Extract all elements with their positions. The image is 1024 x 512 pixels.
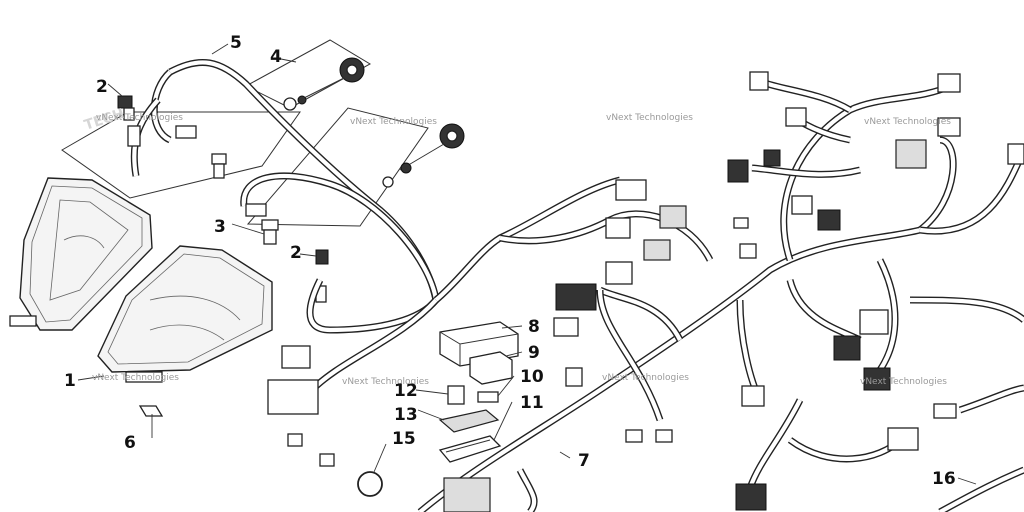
callout-3: 3 xyxy=(214,217,226,237)
callout-7: 7 xyxy=(578,451,590,471)
watermark-6: vNext Technologies xyxy=(342,377,429,387)
watermark-8: vNext Technologies xyxy=(860,377,947,387)
leader-lines xyxy=(77,43,977,485)
adjuster-lower xyxy=(382,123,465,188)
bracket-outline-upper xyxy=(61,111,301,199)
cover-11 xyxy=(438,435,502,463)
socket-upper xyxy=(117,95,135,121)
adjuster-upper xyxy=(283,57,365,111)
bulb-lower xyxy=(261,219,279,245)
callout-9: 9 xyxy=(528,343,540,363)
bulb-upper xyxy=(211,153,227,179)
callout-15: 15 xyxy=(392,429,416,449)
harness-16 xyxy=(933,384,1024,512)
clamp-15 xyxy=(357,471,383,497)
watermark-1: vNext Technologies xyxy=(96,113,183,123)
callout-2-upper: 2 xyxy=(96,77,108,97)
callout-4: 4 xyxy=(270,47,282,67)
callout-12: 12 xyxy=(394,381,418,401)
relay-12 xyxy=(447,385,465,405)
callout-16: 16 xyxy=(932,469,956,489)
watermark-4: vNext Technologies xyxy=(864,117,951,127)
bracket-outline-pin xyxy=(244,39,372,109)
callout-10: 10 xyxy=(520,367,544,387)
harness-connectors xyxy=(267,71,1024,512)
callout-2-lower: 2 xyxy=(290,243,302,263)
relay-10-fuse xyxy=(477,391,499,403)
headlight-right xyxy=(97,245,273,383)
watermark-7: vNext Technologies xyxy=(602,373,689,383)
socket-lower xyxy=(315,249,329,303)
callout-8: 8 xyxy=(528,317,540,337)
watermark-5: vNext Technologies xyxy=(92,373,179,383)
callouts: 1 2 2 3 4 5 6 7 8 9 10 11 12 13 15 16 xyxy=(64,33,956,489)
watermark-3: vNext Technologies xyxy=(606,113,693,123)
watermark-2: vNext Technologies xyxy=(350,117,437,127)
headlight-left xyxy=(9,177,153,331)
callout-11: 11 xyxy=(520,393,544,413)
callout-6: 6 xyxy=(124,433,136,453)
pad-6 xyxy=(138,405,164,417)
fuse-block-13 xyxy=(438,409,500,433)
callout-1: 1 xyxy=(64,371,76,391)
relay-9 xyxy=(469,351,513,385)
bracket-outline-lower xyxy=(246,107,429,227)
callout-5: 5 xyxy=(230,33,242,53)
watermarks: TECH vNext Technologies vNext Technologi… xyxy=(82,106,951,387)
callout-13: 13 xyxy=(394,405,418,425)
